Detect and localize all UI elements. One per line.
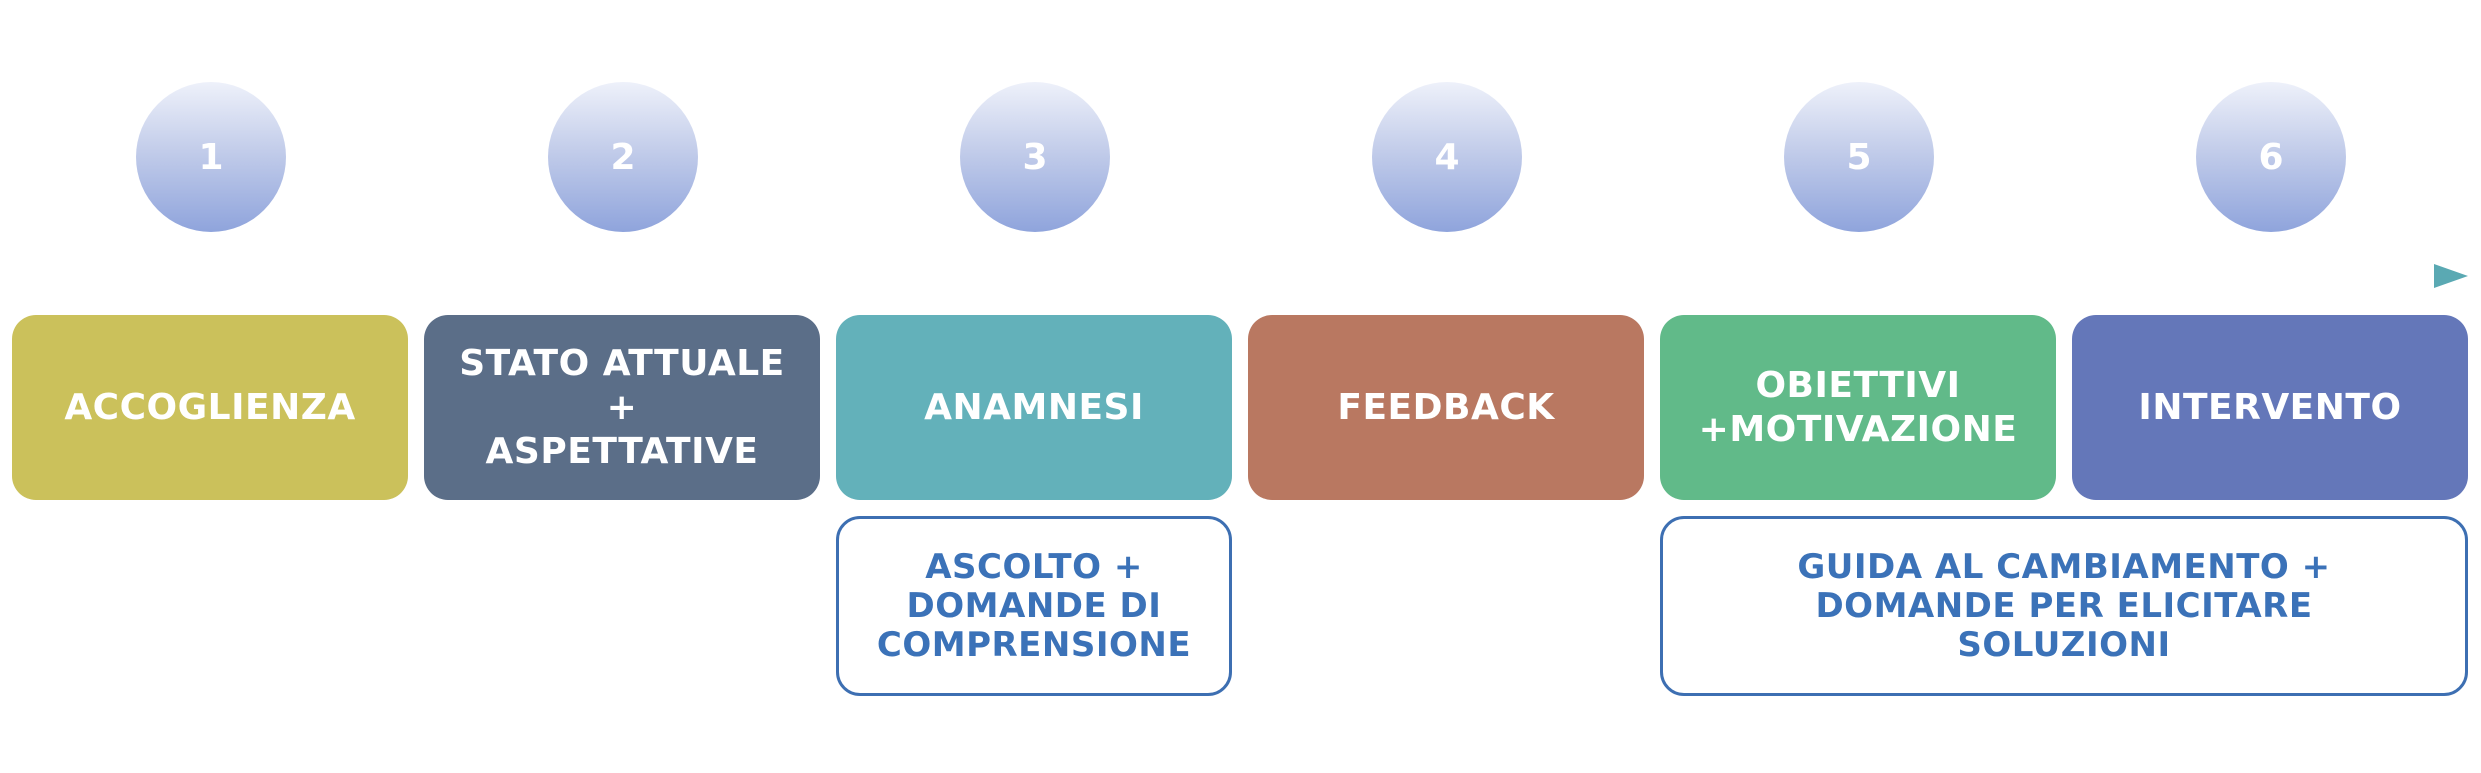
step-circle-3: 3	[960, 82, 1110, 232]
arrowhead-icon	[2434, 264, 2468, 288]
step-number: 5	[1846, 136, 1872, 178]
step-label: OBIETTIVI	[1755, 364, 1961, 406]
step-circle-6: 6	[2196, 82, 2346, 232]
step-box-anamnesi: ANAMNESI	[836, 315, 1232, 500]
step-label: ANAMNESI	[924, 386, 1144, 428]
step-box-feedback: FEEDBACK	[1248, 315, 1644, 500]
step-box-intervento: INTERVENTO	[2072, 315, 2468, 500]
step-box-stato-attuale: STATO ATTUALE + ASPETTATIVE	[424, 315, 820, 500]
note-guida-cambiamento: GUIDA AL CAMBIAMENTO + DOMANDE PER ELICI…	[1660, 516, 2468, 696]
step-circle-1: 1	[136, 82, 286, 232]
note-ascolto: ASCOLTO + DOMANDE DI COMPRENSIONE	[836, 516, 1232, 696]
step-number: 3	[1022, 136, 1048, 178]
step-label: INTERVENTO	[2138, 386, 2402, 428]
step-label: STATO ATTUALE	[459, 342, 785, 384]
step-label: +MOTIVAZIONE	[1698, 408, 2018, 450]
step-circle-5: 5	[1784, 82, 1934, 232]
timeline-arrow	[12, 264, 2468, 288]
step-number: 1	[198, 136, 224, 178]
step-label: FEEDBACK	[1337, 386, 1555, 428]
step-circle-2: 2	[548, 82, 698, 232]
step-label: ASPETTATIVE	[485, 430, 759, 472]
note-line: SOLUZIONI	[1957, 624, 2171, 665]
step-label: ACCOGLIENZA	[64, 386, 356, 428]
note-line: COMPRENSIONE	[876, 624, 1192, 665]
step-box-obiettivi: OBIETTIVI +MOTIVAZIONE	[1660, 315, 2056, 500]
step-box-accoglienza: ACCOGLIENZA	[12, 315, 408, 500]
note-line: DOMANDE DI	[906, 585, 1162, 626]
note-line: DOMANDE PER ELICITARE	[1815, 585, 2313, 626]
step-label: +	[606, 386, 638, 428]
step-number: 4	[1434, 136, 1460, 178]
note-line: ASCOLTO +	[925, 546, 1143, 587]
step-circle-4: 4	[1372, 82, 1522, 232]
step-number: 2	[610, 136, 636, 178]
note-line: GUIDA AL CAMBIAMENTO +	[1797, 546, 2331, 587]
step-number: 6	[2258, 136, 2284, 178]
